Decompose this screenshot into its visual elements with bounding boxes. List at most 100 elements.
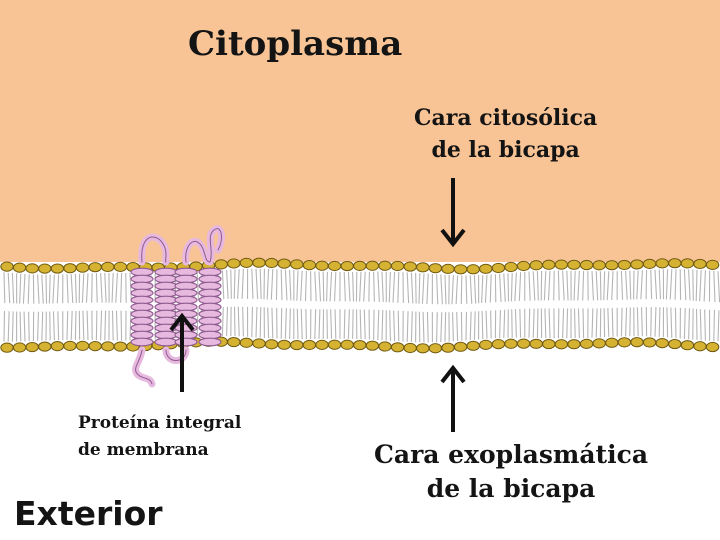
lipid-head (416, 262, 430, 273)
lipid-head (353, 260, 367, 272)
arrow-group (169, 178, 466, 432)
lipid-head (567, 259, 581, 270)
lipid-head (327, 260, 342, 272)
cytosolic-face-arrow-head (440, 228, 466, 248)
lipid-tail (115, 272, 118, 341)
lipid-tail (74, 273, 77, 340)
lipid-head (668, 258, 682, 269)
lipid-tail (469, 275, 473, 341)
lipid-tail (111, 272, 114, 341)
lipid-tail (415, 272, 417, 343)
lipid-tail (255, 268, 259, 338)
lipid-tail (557, 270, 560, 339)
lipid-head (38, 263, 52, 274)
lipid-tail (52, 274, 55, 341)
lipid-tail (41, 274, 44, 341)
lipid-head (605, 337, 619, 348)
lipid-tail (440, 274, 443, 343)
lipid-head (101, 261, 115, 273)
lipid-head (38, 341, 52, 352)
lipid-head (113, 341, 128, 352)
lipid-head (302, 260, 317, 271)
lipid-tail (518, 272, 522, 338)
lipid-head (25, 263, 39, 274)
lipid-tail (514, 272, 517, 338)
protein-arrow-head (169, 312, 195, 332)
lipid-tail (665, 269, 669, 338)
lipid-head (101, 341, 115, 352)
lipid-tail (645, 270, 648, 337)
lipid-tail (377, 271, 380, 341)
lipid-tail (397, 272, 400, 342)
lipid-head (277, 339, 291, 350)
lipid-head (63, 340, 77, 351)
lipid-tail (553, 270, 555, 339)
lipid-tail (410, 272, 414, 343)
lipid-tail (650, 269, 653, 337)
lipid-head (88, 262, 102, 273)
lipid-head (428, 343, 443, 354)
lipid-tails (3, 268, 720, 343)
lipid-head (353, 339, 367, 351)
lipid-head (63, 263, 77, 274)
lipid-head (378, 341, 392, 352)
lipid-head (390, 342, 405, 353)
lipid-tail (241, 268, 244, 337)
lipid-head (479, 263, 493, 274)
lipid-head (630, 259, 644, 270)
lipid-tail (669, 269, 673, 338)
lipid-head (315, 339, 329, 350)
cytoplasm-label: Citoplasma (188, 24, 403, 64)
lipid-head (516, 338, 531, 349)
lipid-head (466, 264, 480, 275)
lipid-tail (363, 271, 366, 340)
lipid-head (113, 261, 128, 272)
lipid-tail (499, 273, 502, 339)
lipid-head (315, 260, 329, 271)
lipid-tail (543, 270, 547, 339)
lipid-head (12, 342, 27, 353)
lipid-head (227, 336, 241, 348)
lipid-head (25, 341, 39, 353)
lipid-tail (322, 271, 325, 339)
lipid-tail (629, 270, 632, 337)
lipid-head (0, 342, 14, 353)
lipid-tail (66, 274, 69, 340)
lipid-tail (699, 270, 702, 341)
lipid-head (642, 337, 657, 348)
protein-loop-outline (165, 349, 187, 361)
lipid-tail (606, 271, 610, 337)
lipid-head (516, 260, 531, 272)
integral-protein-label-line2: de membrana (78, 440, 209, 460)
lipid-tail (284, 269, 288, 339)
lipid-tail (473, 275, 477, 340)
exoplasmic-face-label: Cara exoplasmática de la bicapa (374, 438, 648, 506)
lipid-tail (603, 271, 606, 338)
lipid-head (75, 340, 90, 352)
lipid-head (705, 259, 720, 270)
lipid-head (50, 263, 65, 274)
lipid-head (655, 337, 669, 349)
lipid-tail (654, 269, 658, 337)
lipid-head (227, 258, 241, 269)
lipid-tail (56, 274, 60, 341)
lipid-tail (620, 271, 624, 337)
lipid-head (441, 342, 455, 353)
lipid-head (554, 339, 569, 350)
lipid-tail (688, 269, 691, 340)
lipid-head (403, 261, 417, 272)
lipid-tail (368, 271, 370, 340)
lipid-head (605, 260, 619, 271)
lipid-tail (421, 273, 425, 343)
lipid-tail (95, 273, 98, 341)
protein-helix-turn (130, 337, 154, 347)
lipid-head (567, 339, 581, 350)
lipid-head (12, 262, 27, 273)
cytosolic-face-label-line2: de la bicapa (431, 137, 580, 163)
lipid-tail (532, 271, 536, 338)
lipid-head (491, 339, 506, 350)
lipid-tail (300, 270, 303, 340)
lipid-tail (104, 272, 107, 341)
protein-helix-turn (154, 337, 178, 347)
